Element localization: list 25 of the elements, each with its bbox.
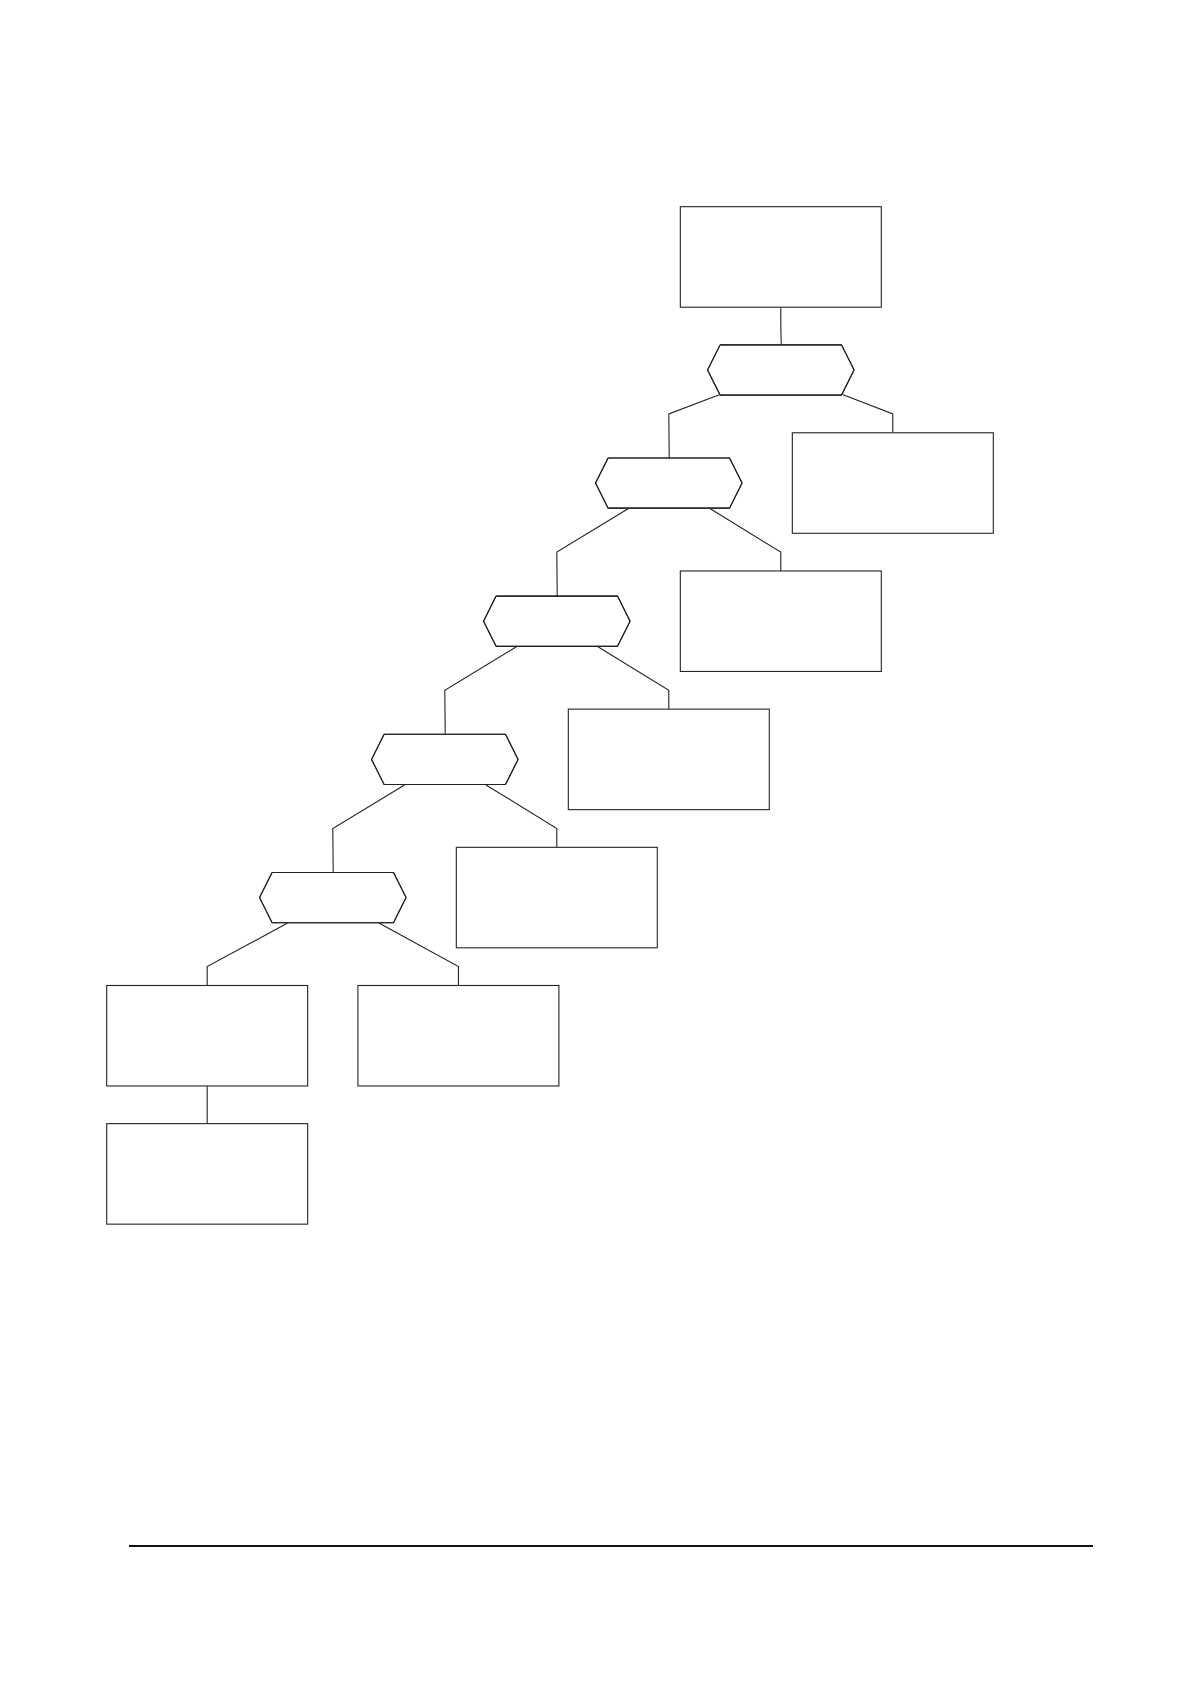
connector-line <box>597 646 670 710</box>
connector-line <box>485 784 558 848</box>
connector-line <box>206 1085 208 1125</box>
decision-hexagon <box>483 595 631 647</box>
decision-hexagon <box>371 733 519 786</box>
process-box <box>679 206 882 308</box>
decision-hexagon <box>595 457 743 509</box>
decision-hexagon <box>707 344 855 396</box>
process-box <box>567 708 770 811</box>
connector-line <box>444 646 518 736</box>
connector-line <box>206 922 289 987</box>
connector-line <box>556 508 630 598</box>
connector-line <box>378 922 459 987</box>
process-box <box>455 846 658 949</box>
connector-line <box>668 393 721 459</box>
connector-line <box>780 306 782 346</box>
decision-hexagon <box>259 871 407 924</box>
process-box <box>357 984 560 1087</box>
connector-line <box>709 508 782 572</box>
connector-line <box>841 393 894 434</box>
process-box <box>679 570 882 672</box>
process-box <box>106 1123 309 1225</box>
process-box <box>106 984 309 1087</box>
process-box <box>791 432 994 534</box>
connector-line <box>332 784 406 874</box>
